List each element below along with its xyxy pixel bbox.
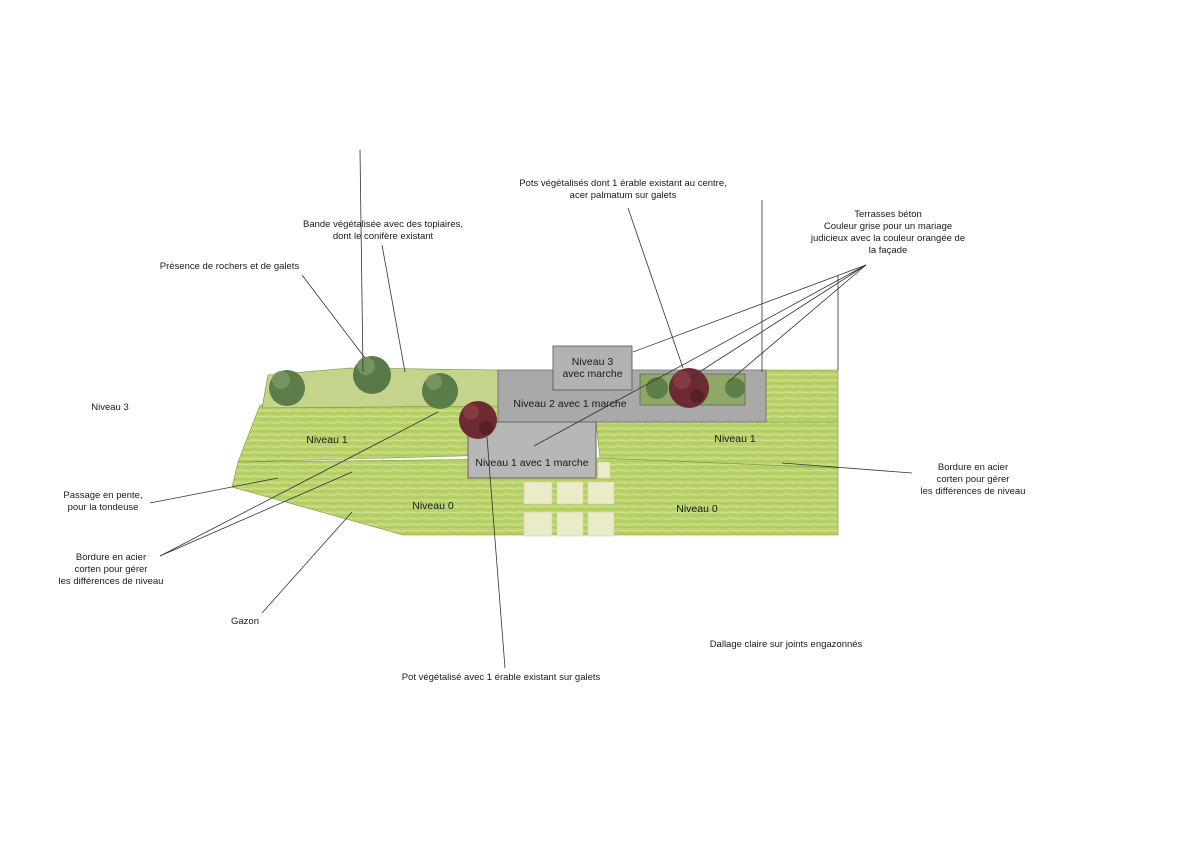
terrace-level3-shape xyxy=(552,345,633,391)
label-passage: Passage en pente, pour la tondeuse xyxy=(63,490,143,513)
zone-level0-left: Niveau 0 xyxy=(412,500,454,512)
leader-lines xyxy=(149,149,913,669)
paving-slabs xyxy=(523,461,615,537)
label-planter-single: Pot végétalisé avec 1 érable existant su… xyxy=(401,672,601,683)
label-level3-outside: Niveau 3 xyxy=(91,402,129,413)
lawn-level1-left xyxy=(237,404,499,463)
zone-level1-right: Niveau 1 xyxy=(714,433,756,445)
label-planters-center: Pots végétalisés dont 1 érable existant … xyxy=(519,178,727,201)
lawn-strip-right xyxy=(765,369,839,423)
label-vegetated-strip: Bande végétalisée avec des topiaires, do… xyxy=(302,219,464,242)
zone-level0-right: Niveau 0 xyxy=(676,503,718,515)
zone-terrace-level1: Niveau 1 avec 1 marche xyxy=(475,457,589,469)
label-corten-left: Bordure en acier corten pour gérer les d… xyxy=(58,552,164,587)
label-paving: Dallage claire sur joints engazonnés xyxy=(709,639,863,650)
maple-single xyxy=(459,401,497,439)
label-corten-right: Bordure en acier corten pour gérer les d… xyxy=(920,462,1026,497)
maple-trees xyxy=(459,368,709,439)
label-lawn: Gazon xyxy=(231,616,259,627)
maple-center xyxy=(669,368,709,408)
zone-terrace-level2: Niveau 2 avec 1 marche xyxy=(513,398,627,410)
label-terraces: Terrasses béton Couleur grise pour un ma… xyxy=(810,209,966,256)
topiary-shrubs xyxy=(269,356,745,409)
zone-terrace-level3: Niveau 3 avec marche xyxy=(562,356,623,380)
label-rocks: Présence de rochers et de galets xyxy=(159,261,300,272)
zone-level1-left: Niveau 1 xyxy=(306,434,348,446)
